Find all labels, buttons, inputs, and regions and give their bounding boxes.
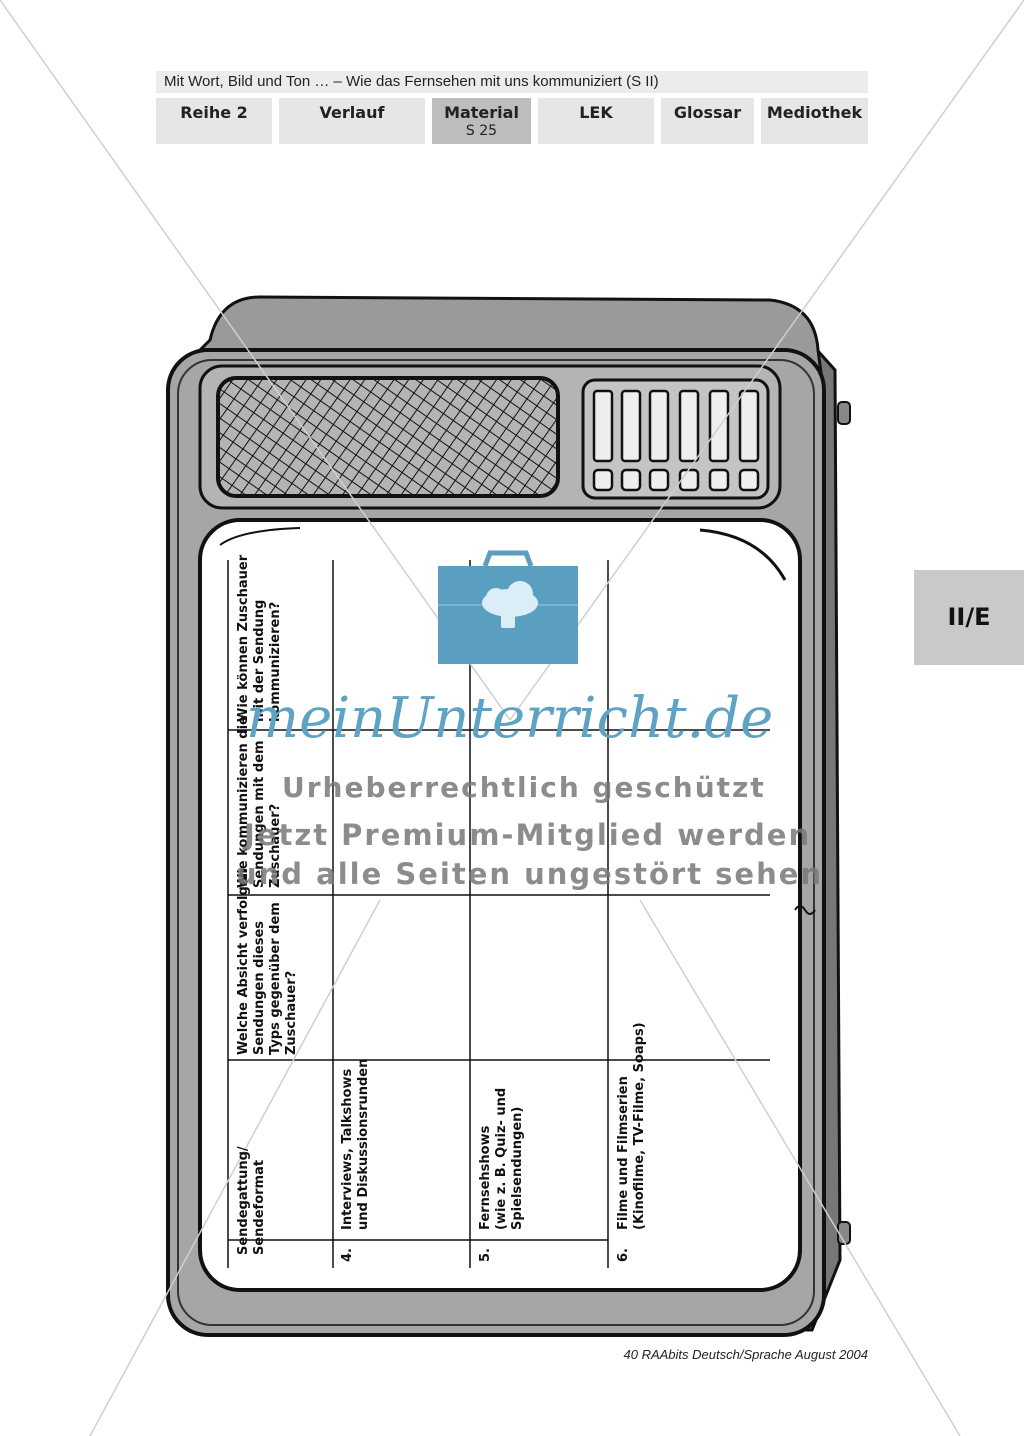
signature-mark [794, 905, 816, 915]
row-number: 4. [340, 1248, 356, 1262]
watermark-line-3: und alle Seiten ungestört sehen! [236, 857, 839, 891]
header-text: Welche Absicht verfolgen Sendungen diese… [236, 868, 299, 1055]
page-footer: 40 RAAbits Deutsch/Sprache August 2004 [623, 1347, 869, 1362]
row-number-text: 6. [616, 1248, 631, 1262]
watermark-line-1: Urheberrechtlich geschützt [282, 771, 766, 804]
nav-tab-label: LEK [579, 103, 613, 122]
row-format-label: Fernsehshows (wie z. B. Quiz- und Spiels… [478, 1088, 526, 1230]
nav-tab-lek[interactable]: LEK [538, 98, 654, 144]
page-header-title: Mit Wort, Bild und Ton … – Wie das Ferns… [156, 71, 868, 93]
table-header-intention: Welche Absicht verfolgen Sendungen diese… [236, 868, 300, 1055]
nav-tab-glossar[interactable]: Glossar [661, 98, 754, 144]
nav-tab-material[interactable]: Material S 25 [432, 98, 531, 144]
row-number-text: 4. [340, 1248, 355, 1262]
row-format-text: Interviews, Talkshows und Diskussionsrun… [340, 1058, 371, 1230]
channel-buttons [592, 389, 760, 492]
nav-tab-sublabel: S 25 [465, 123, 498, 139]
header-text: Sendegattung/ Sendeformat [236, 1146, 267, 1255]
row-format-text: Filme und Filmserien (Kinofilme, TV-Film… [616, 1022, 647, 1230]
side-knob-icon [837, 401, 851, 425]
row-format-label: Filme und Filmserien (Kinofilme, TV-Film… [616, 1022, 648, 1230]
watermark-logo-text: meinUnterricht.de [246, 686, 774, 751]
nav-tab-label: Verlauf [319, 103, 385, 122]
row-number: 6. [616, 1248, 632, 1262]
watermark-line-2: Jetzt Premium-Mitglied werden [244, 818, 812, 852]
nav-tab-label: Glossar [673, 103, 742, 122]
row-number-text: 5. [478, 1248, 493, 1262]
tv-cabinet-inner-edge [177, 359, 815, 1326]
row-format-text: Fernsehshows (wie z. B. Quiz- und Spiels… [478, 1087, 525, 1230]
section-tab: II/E [914, 570, 1024, 665]
nav-tab-verlauf[interactable]: Verlauf [279, 98, 425, 144]
speaker-grille [216, 376, 560, 498]
row-number: 5. [478, 1248, 494, 1262]
briefcase-logo-icon [438, 550, 578, 664]
nav-tab-label: Material [444, 103, 519, 122]
table-header-format: Sendegattung/ Sendeformat [236, 1146, 268, 1255]
nav-tab-mediothek[interactable]: Mediothek [761, 98, 868, 144]
worksheet-table-grid [227, 560, 770, 1268]
row-format-label: Interviews, Talkshows und Diskussionsrun… [340, 1059, 372, 1230]
nav-tab-reihe[interactable]: Reihe 2 [156, 98, 272, 144]
nav-tab-label: Reihe 2 [180, 103, 248, 122]
nav-tab-label: Mediothek [766, 103, 863, 122]
